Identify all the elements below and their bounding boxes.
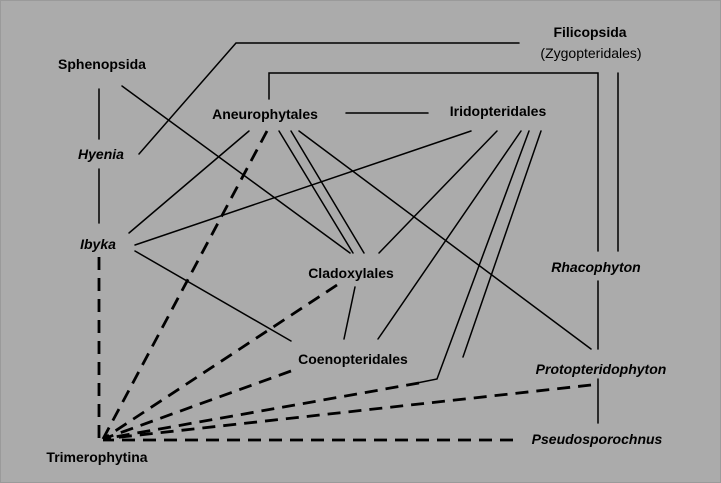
line-cladoxylales-coenopteridales	[343, 286, 356, 340]
line-iridopteridales-coenopteridales	[377, 130, 522, 340]
node-cladoxylales: Cladoxylales	[308, 265, 394, 281]
node-rhacophyton: Rhacophyton	[551, 259, 641, 275]
line-iridopteridales-coenopteridales-2	[416, 130, 530, 384]
line-ibyka-iridopteridales	[134, 130, 472, 246]
node-hyenia: Hyenia	[78, 146, 124, 162]
line-sphenopsida-cladoxylales	[121, 85, 351, 254]
dash-protopteridophyton-trimerophytina	[102, 383, 592, 441]
line-ibyka-aneurophytales	[128, 130, 250, 234]
line-iridopteridales-rhacophyton	[462, 130, 542, 358]
line-aneurophytales-cladoxylales-2	[290, 130, 365, 254]
node-zygopteridales: (Zygopteridales)	[540, 45, 642, 61]
line-aneurophytales-protopteridophyton	[298, 130, 592, 350]
node-pseudosporochnus: Pseudosporochnus	[531, 431, 663, 447]
dash-cladoxylales-trimerophytina	[102, 283, 338, 441]
dash-aneurophytales-trimerophytina	[101, 130, 269, 440]
line-ibyka-coenopteridales	[134, 250, 292, 342]
node-trimerophytina: Trimerophytina	[46, 449, 148, 465]
dash-iridopteridales-trimerophytina	[102, 381, 420, 441]
line-filicopsida-hyenia	[138, 42, 520, 155]
node-iridopteridales: Iridopteridales	[449, 103, 547, 119]
node-aneurophytales: Aneurophytales	[212, 106, 318, 122]
node-ibyka: Ibyka	[80, 236, 116, 252]
dash-coenopteridales-trimerophytina	[102, 369, 292, 441]
node-protopteridophyton: Protopteridophyton	[535, 361, 667, 377]
line-aneurophytales-cladoxylales	[278, 130, 354, 254]
line-aneurophytales-bracket	[268, 72, 599, 252]
node-coenopteridales: Coenopteridales	[298, 351, 408, 367]
node-sphenopsida: Sphenopsida	[58, 56, 146, 72]
line-iridopteridales-cladoxylales	[378, 130, 498, 254]
node-filicopsida: Filicopsida	[553, 24, 627, 40]
